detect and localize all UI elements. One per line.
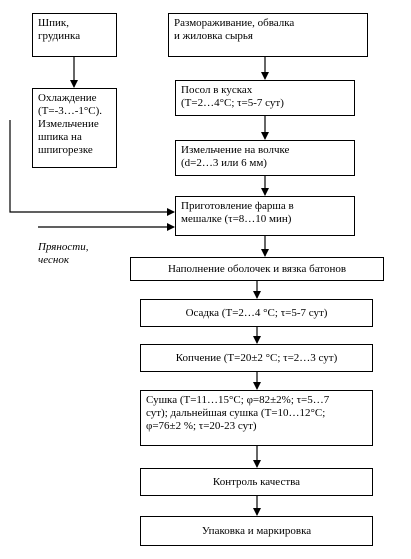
node-drying: Сушка (Т=11…15°С; φ=82±2%; τ=5…7 сут); д… bbox=[140, 390, 373, 446]
node-grinding: Измельчение на волчке (d=2…3 или 6 мм) bbox=[175, 140, 355, 176]
note-spices: Пряности, чеснок bbox=[38, 241, 89, 266]
node-settling: Осадка (Т=2…4 °С; τ=5-7 сут) bbox=[140, 299, 373, 327]
node-filling: Наполнение оболочек и вязка батонов bbox=[130, 257, 384, 281]
node-thaw: Размораживание, обвалка и жиловка сырья bbox=[168, 13, 368, 57]
node-bacon: Шпик, грудинка bbox=[32, 13, 117, 57]
node-smoking: Копчение (Т=20±2 °С; τ=2…3 сут) bbox=[140, 344, 373, 372]
arrow-cooling-mincing bbox=[9, 120, 175, 216]
node-packing: Упаковка и маркировка bbox=[140, 516, 373, 546]
node-quality: Контроль качества bbox=[140, 468, 373, 496]
node-salting: Посол в кусках (Т=2…4°С; τ=5-7 сут) bbox=[175, 80, 355, 116]
node-cooling: Охлаждение (Т=-3…-1°С). Измельчение шпик… bbox=[32, 88, 117, 168]
node-mincing: Приготовление фарша в мешалке (τ=8…10 ми… bbox=[175, 196, 355, 236]
